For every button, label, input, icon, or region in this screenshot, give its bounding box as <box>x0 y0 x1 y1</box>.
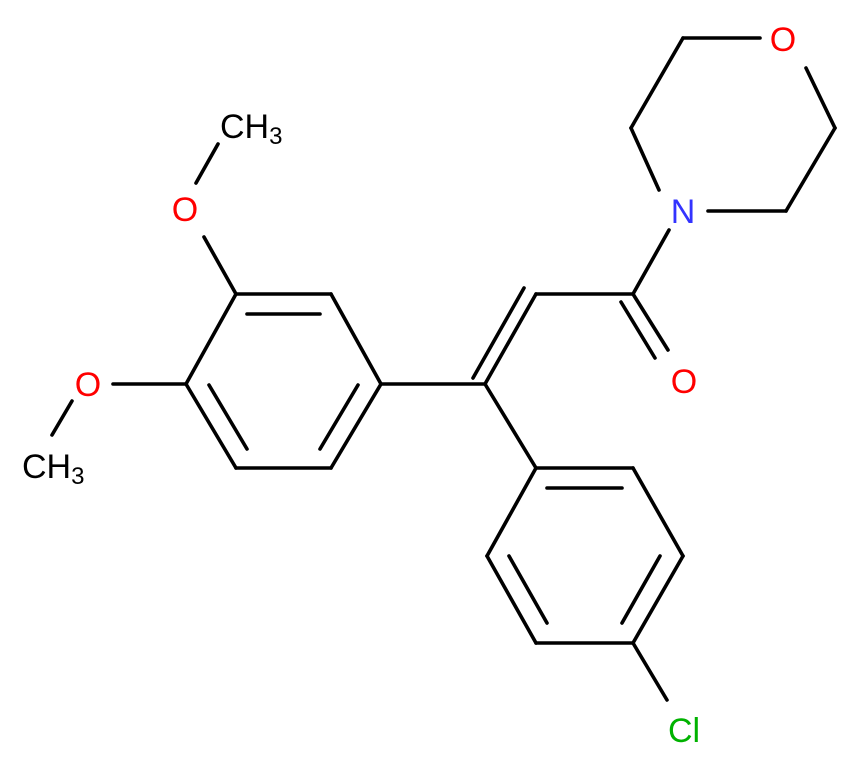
atom-chlorine: Cl <box>668 712 700 750</box>
bond-alkene-double-1 <box>483 292 538 386</box>
atom-methyl-upper: CH3 <box>220 108 282 150</box>
bond-ring-o-upper <box>202 235 238 296</box>
atom-morpholine-nitrogen: N <box>671 193 696 231</box>
atom-ether-oxygen-lower: O <box>75 366 101 404</box>
bond-c-cl <box>631 641 669 702</box>
methyl-lower-subscript: 3 <box>71 463 84 490</box>
atom-methyl-lower: CH3 <box>22 448 84 490</box>
bond-alkene-aryl2 <box>483 382 538 470</box>
bond-ring1-a <box>329 292 383 386</box>
atom-carbonyl-oxygen: O <box>671 363 697 401</box>
methyl-lower-main: CH <box>22 448 71 486</box>
chlorophenyl-ring <box>485 466 685 702</box>
bond-carbonyl-double-2 <box>619 300 657 360</box>
bond-ring1-c <box>184 292 238 386</box>
bond-o-ch3-upper <box>194 142 220 185</box>
atom-labels: O N O O O CH3 CH3 Cl <box>22 21 796 750</box>
bond-ring2-b <box>631 466 685 558</box>
bond-carbonyl-double-1 <box>631 292 670 352</box>
bond-ring2-c-inner <box>620 554 662 625</box>
bond-ring1-d <box>184 382 238 470</box>
bond-ring2-c <box>631 554 685 645</box>
bond-morph-c4-c5 <box>804 66 837 130</box>
bond-ring2-e <box>485 554 538 645</box>
bond-ring1-f-inner <box>318 383 360 451</box>
bond-o-ch3-lower <box>50 399 74 437</box>
bond-ring2-e-inner <box>507 554 549 625</box>
bond-morph-c5-c6 <box>784 126 837 213</box>
morpholine-ring <box>629 36 837 213</box>
bond-morph-c1-c2 <box>629 36 685 130</box>
dimethoxyphenyl-ring <box>184 292 383 470</box>
bond-ring1-d-inner <box>207 383 249 451</box>
bond-ring2-f <box>485 466 538 558</box>
atom-morpholine-oxygen: O <box>770 21 796 59</box>
bond-n-carbonyl-c <box>631 228 671 296</box>
bond-morph-n-c1 <box>629 126 661 192</box>
atom-ether-oxygen-upper: O <box>172 191 198 229</box>
methyl-upper-main: CH <box>220 108 269 146</box>
enone-chain <box>379 228 671 470</box>
bond-ring1-f <box>329 382 383 470</box>
methyl-upper-subscript: 3 <box>269 123 282 150</box>
bond-alkene-double-2 <box>471 286 526 380</box>
methoxy-groups <box>50 142 238 437</box>
